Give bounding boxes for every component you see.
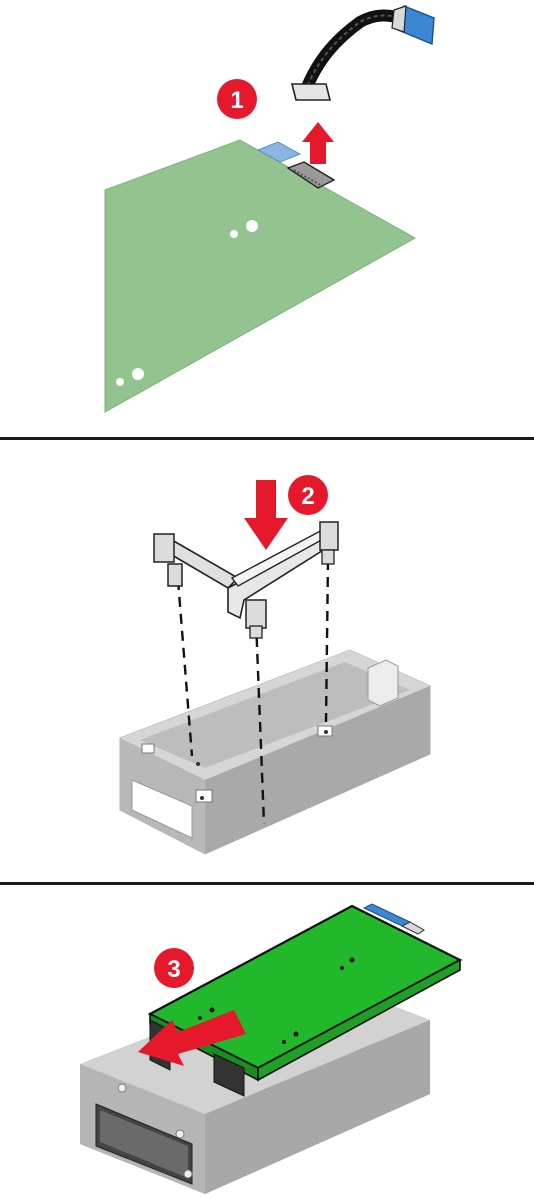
step-1-panel: 1	[0, 0, 534, 438]
board-hole	[116, 378, 124, 386]
arrow-up-icon	[302, 122, 334, 164]
step-3-badge: 3	[154, 948, 194, 988]
step-3-panel: 3	[0, 884, 534, 1198]
board-hole	[132, 368, 144, 380]
step-2-illustration: 2	[0, 440, 534, 882]
step-2-badge: 2	[288, 475, 328, 515]
svg-text:2: 2	[301, 483, 314, 510]
cable-connector-grey	[292, 84, 330, 100]
board-hole	[230, 230, 238, 238]
arrow-down-icon	[244, 480, 288, 550]
cable-icon	[292, 6, 434, 100]
step-1-illustration: 1	[0, 0, 534, 438]
controller-board	[105, 140, 415, 412]
svg-text:1: 1	[230, 87, 243, 114]
board-hole	[246, 220, 258, 232]
step-1-badge: 1	[217, 79, 257, 119]
step-2-panel: 2	[0, 440, 534, 882]
svg-text:3: 3	[167, 956, 180, 983]
housing	[120, 650, 430, 854]
step-3-illustration: 3	[0, 884, 534, 1198]
